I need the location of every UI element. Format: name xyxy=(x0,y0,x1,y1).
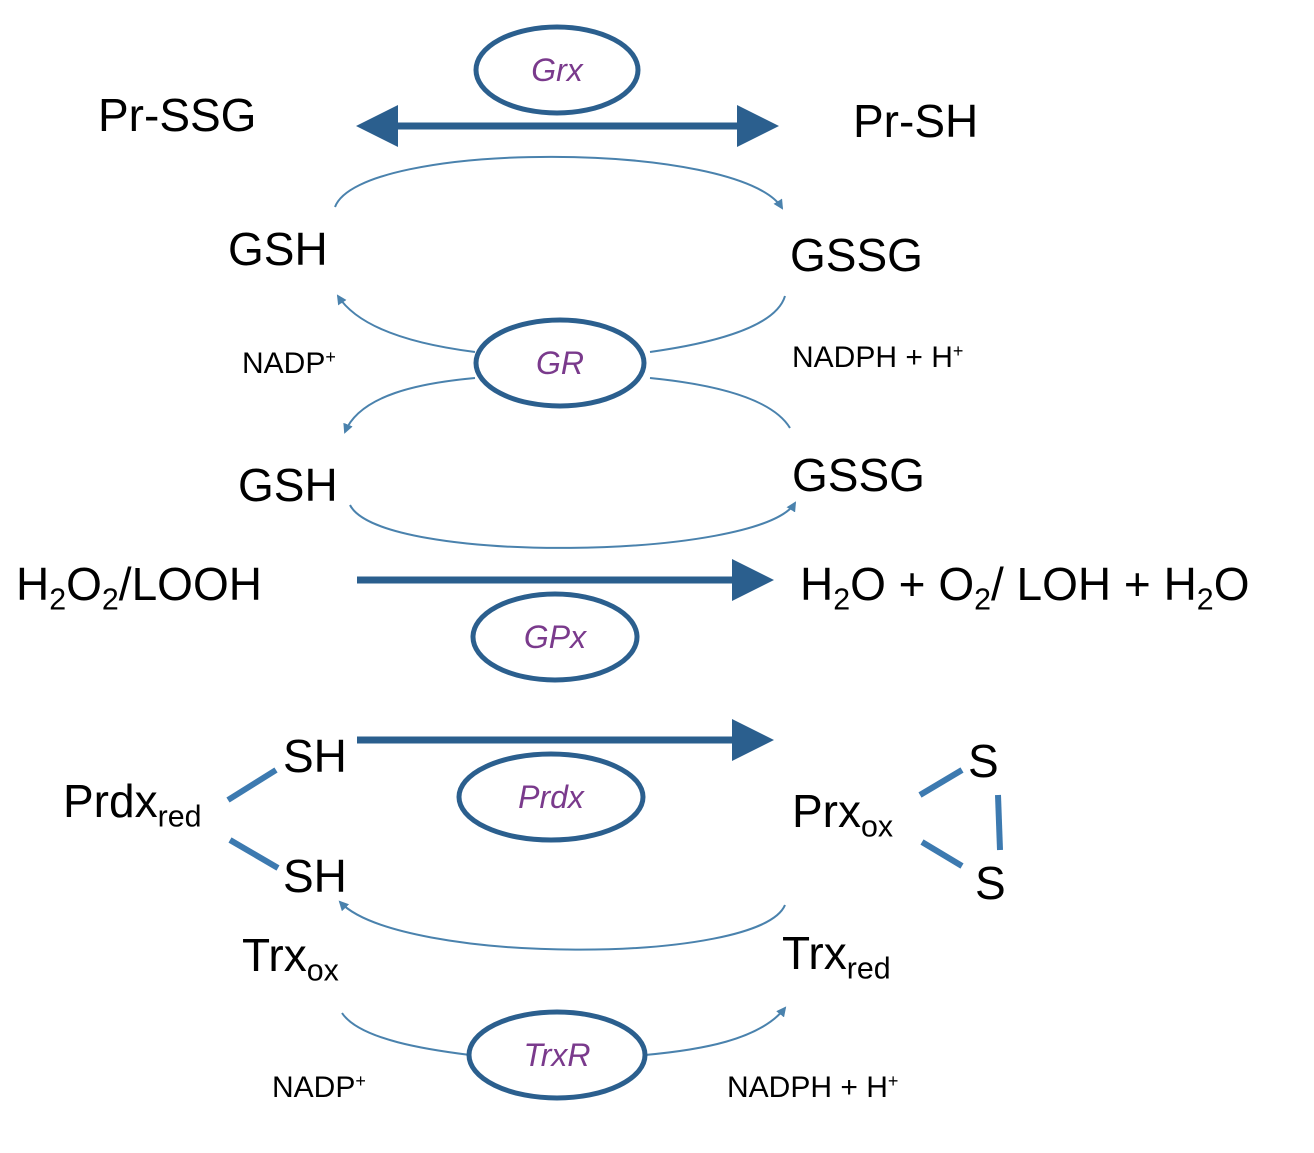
nadph-right-text: NADPH + H xyxy=(792,341,953,374)
prdx-ellipse xyxy=(456,751,646,843)
nadp-left-charge: + xyxy=(325,347,336,368)
prx-ox-disulfide-bond xyxy=(995,794,1003,851)
trx-ox-text: Trx xyxy=(242,929,307,981)
trxr-label: TrxR xyxy=(523,1037,591,1073)
nadph-bottom-charge: + xyxy=(887,1071,899,1092)
gsh-mid-label: GSH xyxy=(238,459,338,511)
prod-o-plus: O + O xyxy=(850,558,975,610)
pr-ssg-label: Pr-SSG xyxy=(98,89,257,141)
prdx-red-bond-top xyxy=(226,767,278,803)
prx-ox-text: Prx xyxy=(792,785,861,837)
s-bottom-label: S xyxy=(975,857,1006,909)
peroxide-products-label: H2O + O2/ LOH + H2O xyxy=(800,558,1250,615)
prdx-red-sub: red xyxy=(157,800,202,834)
prod-mid: / LOH + H xyxy=(991,558,1197,610)
trx-red-text: Trx xyxy=(782,927,847,979)
prod-end: O xyxy=(1213,558,1250,610)
pr-sh-label: Pr-SH xyxy=(853,95,979,147)
prod-h-sub: 2 xyxy=(833,583,851,617)
prod-o2-sub: 2 xyxy=(974,583,991,617)
prx-ox-label: Prxox xyxy=(792,785,893,842)
trxr-ellipse xyxy=(466,1009,648,1101)
peroxide-substrate-label: H2O2/LOOH xyxy=(16,558,262,615)
sh-bottom-label: SH xyxy=(283,850,347,902)
peroxide-h: H xyxy=(16,558,50,610)
s-top-label: S xyxy=(968,735,999,787)
gssg-mid-label: GSSG xyxy=(792,449,925,501)
gr-label: GR xyxy=(536,345,584,381)
trx-ox-label: Trxox xyxy=(242,929,339,986)
prdx-red-text: Prdx xyxy=(63,775,158,827)
gssg-to-gsh-gr-arc xyxy=(338,296,786,353)
peroxide-o-sub: 2 xyxy=(101,583,119,617)
nadph-right-charge: + xyxy=(952,341,964,362)
prdx-red-bond-bottom xyxy=(228,837,280,871)
trx-red-label: Trxred xyxy=(782,927,891,984)
prod-h2o-sub: 2 xyxy=(1196,583,1214,617)
trxr-cycle-arc xyxy=(341,1008,785,1056)
gsh-top-label: GSH xyxy=(228,223,328,275)
grx-label: Grx xyxy=(531,52,583,88)
prx-ox-sub: ox xyxy=(861,810,894,844)
trx-ox-sub: ox xyxy=(306,954,339,988)
gsh-to-gssg-top-arc xyxy=(334,155,784,210)
nadp-left-label: NADP+ xyxy=(242,347,336,380)
nadp-bottom-charge: + xyxy=(355,1071,366,1092)
gpx-label: GPx xyxy=(523,619,587,655)
prdx-red-label: Prdxred xyxy=(63,775,201,832)
nadph-right-label: NADPH + H+ xyxy=(792,341,964,374)
nadp-left-text: NADP xyxy=(242,347,326,380)
prx-ox-bond-top xyxy=(918,767,964,798)
nadp-bottom-label: NADP+ xyxy=(272,1071,366,1104)
peroxide-o: O xyxy=(66,558,102,610)
trx-red-sub: red xyxy=(846,952,891,986)
peroxide-h-sub: 2 xyxy=(49,583,67,617)
prx-ox-bond-bottom xyxy=(920,839,964,869)
nadph-to-gsh-arc xyxy=(345,377,791,432)
nadph-bottom-text: NADPH + H xyxy=(727,1071,888,1104)
prdx-label: Prdx xyxy=(518,779,584,815)
nadph-bottom-label: NADPH + H+ xyxy=(727,1071,899,1104)
trx-red-to-prdx-arc xyxy=(338,900,786,951)
nadp-bottom-text: NADP xyxy=(272,1071,356,1104)
grx-ellipse xyxy=(473,24,641,116)
gr-ellipse xyxy=(473,317,647,409)
gssg-top-label: GSSG xyxy=(790,229,923,281)
gsh-to-gssg-mid-arc xyxy=(349,501,797,549)
peroxide-rest: /LOOH xyxy=(118,558,262,610)
gpx-ellipse xyxy=(470,591,640,683)
sh-top-label: SH xyxy=(283,730,347,782)
prod-h: H xyxy=(800,558,834,610)
